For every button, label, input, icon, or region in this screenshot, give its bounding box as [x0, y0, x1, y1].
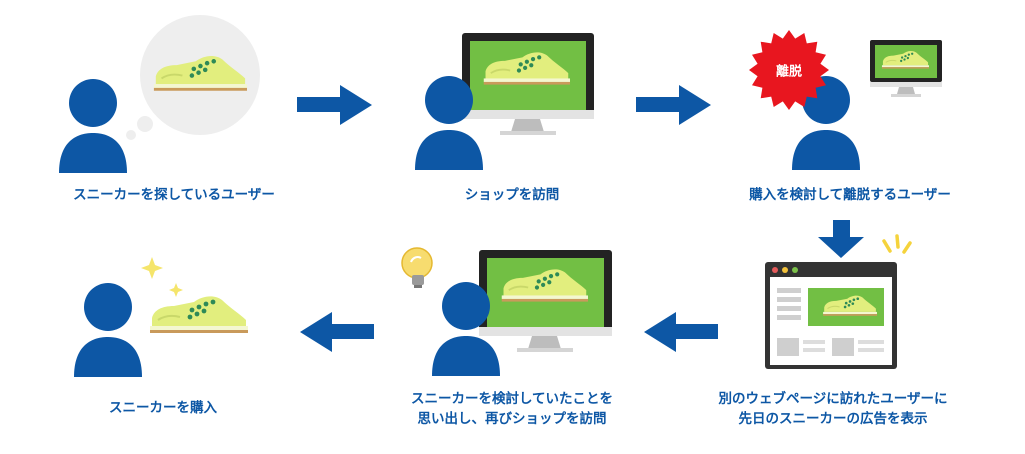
monitor-icon [870, 40, 942, 97]
step-6-illustration [74, 257, 249, 377]
step-2-caption: ショップを訪問 [465, 185, 560, 205]
step-6-caption: スニーカーを購入 [109, 398, 217, 418]
step-4-caption: 別のウェブページに訪れたユーザーに 先日のスニーカーの広告を表示 [719, 389, 948, 429]
caption-line: スニーカーを検討していたことを [410, 391, 614, 407]
lightbulb-icon [401, 247, 433, 288]
caption-line: 購入を検討して離脱するユーザー [749, 187, 951, 203]
user-icon [59, 79, 127, 173]
thought-bubble-dot [137, 116, 153, 132]
step-5-illustration [401, 247, 612, 376]
caption-line: 先日のスニーカーの広告を表示 [738, 411, 928, 427]
step-3-illustration [749, 30, 942, 170]
sparkle-icon [141, 257, 183, 297]
caption-line: 別のウェブページに訪れたユーザーに [718, 391, 948, 407]
step-1-caption: スニーカーを探しているユーザー [73, 185, 275, 205]
browser-window-icon [765, 262, 897, 369]
exit-badge-label: 離脱 [775, 64, 803, 80]
caption-line: スニーカーを購入 [109, 400, 217, 416]
arrow-down-icon [818, 220, 864, 258]
user-icon [74, 283, 142, 377]
monitor-icon [462, 33, 594, 135]
caption-line: スニーカーを探しているユーザー [73, 187, 275, 203]
exit-burst-icon [749, 30, 829, 110]
step-1-illustration [59, 15, 260, 173]
caption-line: ショップを訪問 [464, 187, 560, 203]
arrow-right-icon [636, 85, 711, 125]
attention-lines-icon [882, 234, 912, 254]
step-5-caption: スニーカーを検討していたことを 思い出し、再びショップを訪問 [411, 389, 613, 429]
thought-bubble-dot [126, 130, 136, 140]
arrow-right-icon [297, 85, 372, 125]
caption-line: 思い出し、再びショップを訪問 [417, 411, 607, 427]
monitor-icon [479, 250, 612, 352]
step-4-illustration [765, 234, 912, 369]
step-2-illustration [415, 33, 594, 170]
arrow-left-icon [644, 312, 718, 352]
step-3-caption: 購入を検討して離脱するユーザー [749, 185, 951, 205]
sneaker-icon [149, 295, 249, 334]
arrow-left-icon [300, 312, 374, 352]
